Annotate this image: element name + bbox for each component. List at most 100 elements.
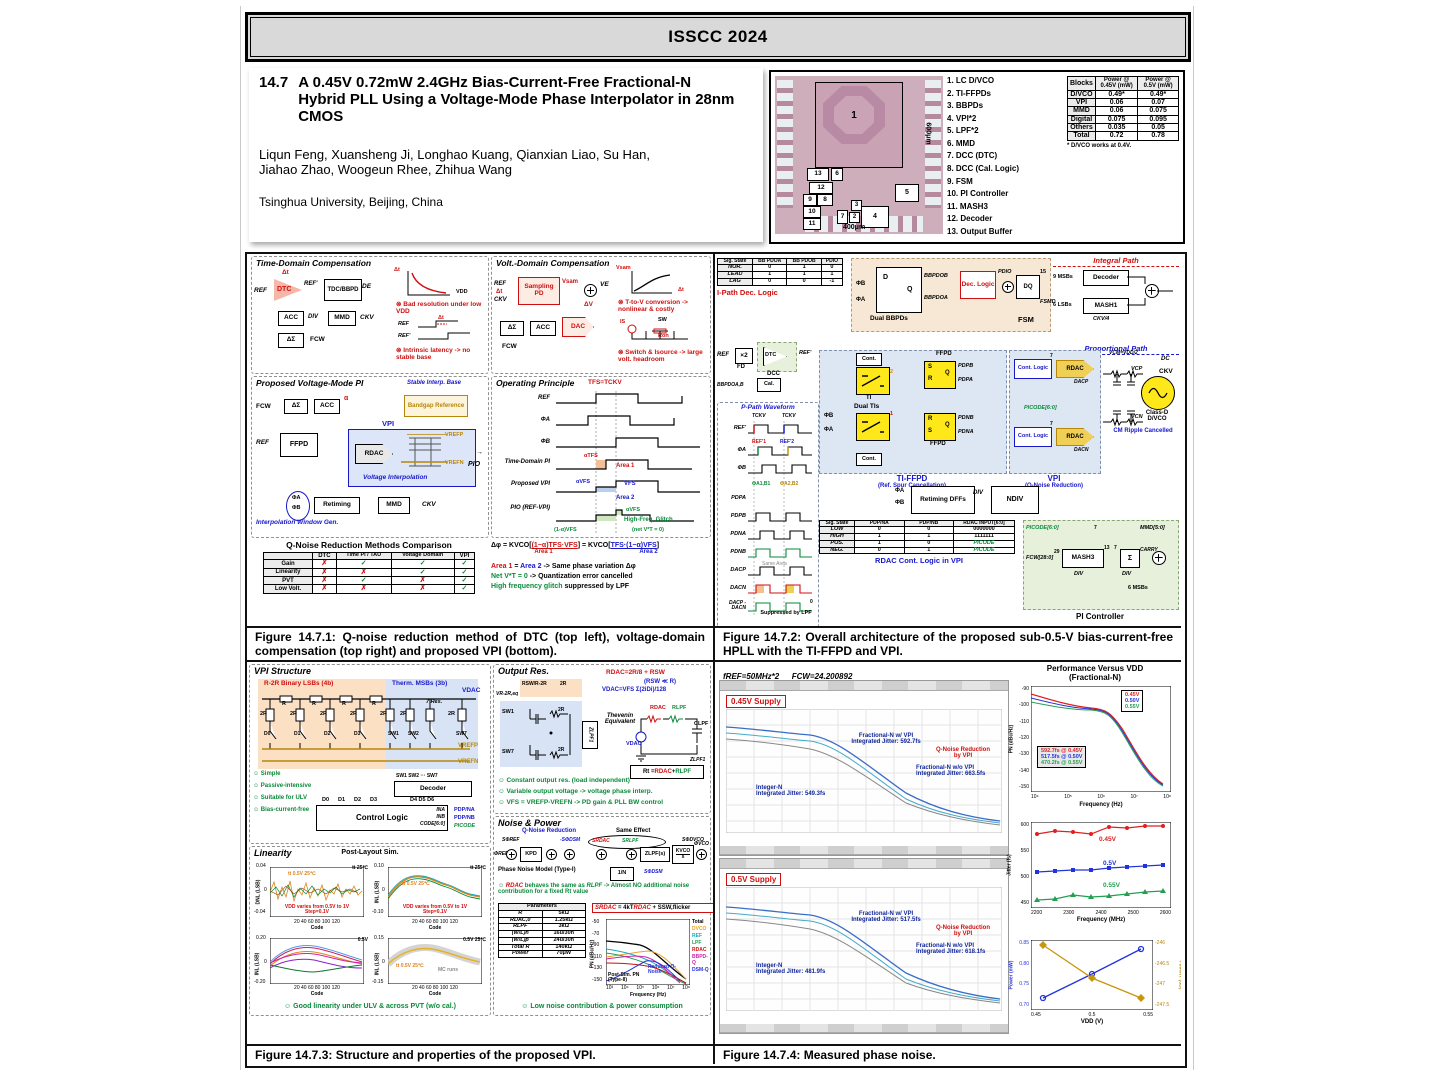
lin-p1-ylabel: DNL (LSB) bbox=[255, 879, 262, 905]
ffpd-sr-top: S R Q bbox=[924, 361, 956, 389]
lin-p4-cond: 0.5V 25℃ bbox=[463, 937, 486, 943]
jitter-l1: 0.45V bbox=[1099, 836, 1116, 843]
legend-item: 2. TI-FFPDs bbox=[947, 88, 992, 98]
instrument-statusbar bbox=[720, 846, 1008, 855]
paper-title-line2: Hybrid PLL Using a Voltage-Mode Phase In… bbox=[298, 91, 735, 108]
interp-cell-sketch bbox=[401, 434, 447, 467]
vpi-rdac-2: RDAC bbox=[1056, 428, 1094, 446]
lin-p2-ylabel: INL (LSB) bbox=[374, 880, 381, 904]
np-pref: ΦREF bbox=[494, 851, 509, 857]
vcn-label: VCN bbox=[1131, 414, 1143, 420]
inl-mc-traces bbox=[388, 938, 482, 984]
ipath-title: I-Path Dec. Logic bbox=[717, 287, 778, 297]
fd-bab: BBPDOA,B bbox=[717, 382, 744, 388]
orx-title: Output Res. bbox=[498, 666, 549, 676]
td-note1: ⊗ Bad resolution under low VDD bbox=[396, 301, 482, 316]
np-s6: SΦDSM bbox=[644, 869, 663, 875]
ffpd-label-top: FFPD bbox=[936, 351, 952, 357]
m1-frac-novpi: Fractional-N w/o VPI Integrated Jitter: … bbox=[916, 765, 986, 778]
vpi-cont-logic-1: Cont. Logic bbox=[1014, 359, 1052, 379]
td-acc: ACC bbox=[278, 311, 304, 326]
dnl-trace bbox=[270, 867, 364, 917]
np-qnr: Q-Noise Reduction bbox=[522, 828, 577, 834]
bbpd-fsm-panel: ΦB ΦA D Q Dual BBPDs BBPDOB BBPDOA Dec. … bbox=[851, 258, 1056, 332]
perf-jitter-box: 592.7fs @ 0.45V 517.5fs @ 0.50V 470.2fs … bbox=[1037, 746, 1087, 768]
td-note2: ⊗ Intrinsic latency -> no stable base bbox=[396, 347, 471, 362]
ti-switch-2 bbox=[856, 413, 890, 441]
dec-logic-box: Dec. Logic bbox=[960, 271, 996, 299]
lin-p3-xlabel: Code bbox=[310, 991, 324, 997]
vs-bullets: ☺ Simple ☺ Passive-intensive ☺ Suitable … bbox=[253, 771, 312, 813]
op-row-label-0: REF bbox=[538, 395, 550, 401]
vpi-panel: Cont. Logic RDAC 7 PICODE[6:0] Cont. Log… bbox=[1009, 350, 1101, 474]
die-label-12: 12 bbox=[809, 182, 833, 194]
vs-d456: D4 D5 D6 bbox=[410, 797, 435, 803]
pi-vpi-panel: RDAC VREFP VREFN ΦA Voltage Interpolatio… bbox=[348, 429, 476, 487]
vs-pnb: PDP/NB bbox=[454, 815, 475, 821]
td-dtc: DTC bbox=[277, 286, 292, 293]
proposed-vpi-box: Proposed Voltage-Mode PI FCW ΔΣ ACC α St… bbox=[251, 376, 489, 538]
op-avfs: αVFS bbox=[576, 479, 591, 485]
op-av2: αVFS bbox=[626, 507, 641, 513]
cm-ripple: CM Ripple Cancelled bbox=[1113, 428, 1173, 434]
np-sum2 bbox=[546, 849, 557, 860]
vpi-structure-box: VPI Structure R-2R Binary LSBs (4b) Ther… bbox=[249, 664, 491, 844]
legend-item: 1. LC D/VCO bbox=[947, 76, 995, 85]
vd-sw: SW bbox=[658, 317, 667, 323]
legend-item: 9. FSM bbox=[947, 176, 973, 186]
instrument-toolbar bbox=[720, 681, 1008, 691]
caption-1472: Figure 14.7.2: Overall architecture of t… bbox=[715, 626, 1181, 660]
pi-vpi-label: VPI bbox=[382, 419, 395, 428]
vs-vrefp: VREFP bbox=[458, 743, 479, 749]
lin-p4-xticks: 20 40 60 80 100 120 bbox=[412, 985, 458, 991]
die-label-3: 3 bbox=[851, 200, 862, 211]
ti-pb: ΦB bbox=[824, 413, 834, 419]
lin-p4-xlabel: Code bbox=[428, 991, 442, 997]
inl-pvt-traces bbox=[270, 938, 364, 984]
cal-box: Cal. bbox=[757, 378, 781, 392]
perf-legend: 0.45V 0.50V 0.55V bbox=[1121, 690, 1144, 712]
vs-title: VPI Structure bbox=[254, 666, 312, 676]
eq-area2: Area 2 bbox=[639, 549, 658, 555]
pc-picode: PICODE[6:0] bbox=[1026, 525, 1059, 531]
ppath-traces bbox=[748, 421, 812, 617]
pi-alpha: α bbox=[344, 395, 349, 402]
figure-1474: fREF=50MHz*2 FCW=24.200892 Performance V… bbox=[715, 662, 1181, 1064]
vpi-picode: PICODE[6:0] bbox=[1024, 405, 1057, 411]
legend-item: 5. LPF*2 bbox=[947, 126, 979, 136]
vd-dsm: ΔΣ bbox=[500, 321, 524, 336]
pn-meas-05 bbox=[726, 887, 1002, 1011]
pc-msb: 6 MSBs bbox=[1128, 585, 1148, 591]
vd-note2: ⊗ Switch & Isource -> large volt. headro… bbox=[618, 349, 703, 364]
tckv-1: TCKV bbox=[752, 413, 766, 419]
wf-g1: ΦA1,B1 bbox=[752, 481, 771, 487]
orx-veq: VR-2R,eq bbox=[496, 691, 519, 697]
vs-vrefn: VREFN bbox=[458, 759, 479, 765]
pc-n13: 13 bbox=[1104, 545, 1110, 551]
cmp-row: Low Volt.✗✗✗✓ bbox=[263, 584, 476, 594]
vd-summer bbox=[584, 284, 597, 297]
lin-plot-pvt: 0.20 0 -0.20 INL (LSB) 0.5V 20 40 60 80 … bbox=[254, 935, 368, 997]
switch-glyph bbox=[861, 421, 884, 433]
rn-div: DIV bbox=[973, 490, 984, 496]
ti-switch-1 bbox=[856, 367, 890, 395]
vd-ve: VE bbox=[600, 281, 609, 288]
fcw-label: FCW=24.200892 bbox=[791, 672, 853, 681]
ti-pa: ΦA bbox=[824, 427, 834, 433]
orx-vdac: VDAC bbox=[626, 741, 642, 747]
orx-r2r-region bbox=[520, 679, 582, 697]
lin-p3-cond: 0.5V bbox=[357, 937, 368, 943]
pc-div1: DIV bbox=[1074, 571, 1084, 577]
ffpd-sr-bot: R S Q bbox=[924, 413, 956, 441]
vs-control-logic: Control Logic INA INB CODE[6:0] bbox=[316, 805, 448, 831]
np-title: Noise & Power bbox=[498, 818, 562, 828]
chip-block: 1 13 6 12 9 8 10 11 7 2 3 4 5 600μm 400μ… bbox=[769, 70, 1185, 244]
retiming-dffs: Retiming DFFs bbox=[911, 486, 975, 514]
np-bullet: ☺ Low noise contribution & power consump… bbox=[521, 1003, 683, 1010]
